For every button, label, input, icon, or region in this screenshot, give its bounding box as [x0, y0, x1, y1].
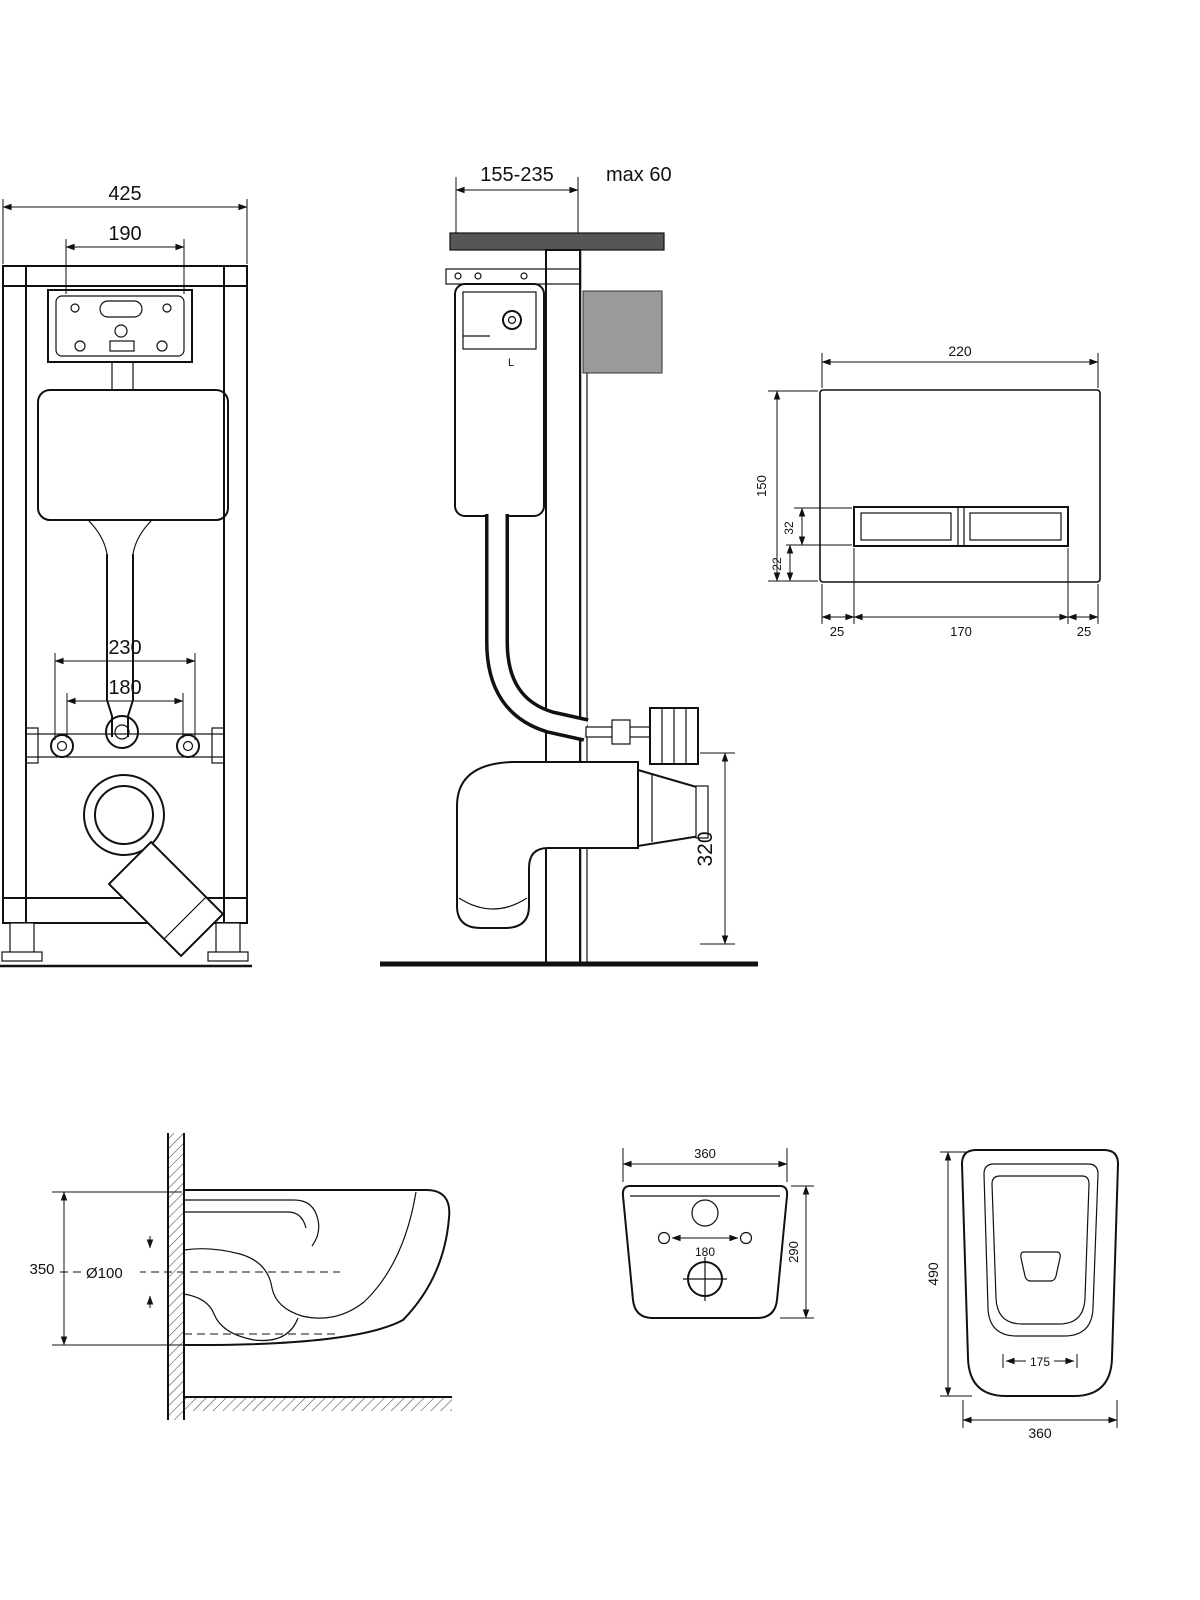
frame-top-bar	[2, 265, 248, 287]
dim-label-bowl-height: 350	[29, 1261, 54, 1278]
fixing-bolt-right	[176, 734, 200, 758]
dim-access-width: 190	[65, 223, 185, 294]
dim-label-depth: 155-235	[480, 164, 553, 186]
flush-buttons	[853, 506, 1069, 547]
dim-outlet-height: 320	[694, 752, 735, 945]
dim-plate-width: 220	[821, 343, 1099, 388]
bowl-outer-shell	[183, 1189, 451, 1347]
rim-outline	[983, 1163, 1099, 1337]
dim-label-drain-diameter: Ø100	[86, 1265, 123, 1282]
dim-top-width: 360	[962, 1400, 1118, 1441]
trap-lower	[183, 1293, 299, 1342]
flush-connector	[585, 707, 699, 765]
connector-nut	[611, 719, 631, 745]
dim-bowl-height: 350	[29, 1191, 198, 1346]
flush-button-right	[969, 512, 1062, 541]
dim-label-top-inner: 175	[1030, 1355, 1050, 1369]
rim-channel-upper	[184, 1199, 320, 1247]
cistern-taper	[87, 519, 153, 555]
dim-label-back-width: 360	[694, 1146, 716, 1161]
frame-feet	[1, 922, 249, 962]
wall-bracket	[582, 290, 663, 374]
dim-label-fixing-outer: 230	[108, 637, 141, 659]
dim-label-buttons-width: 170	[950, 624, 972, 639]
dim-label-fixing-inner: 180	[108, 677, 141, 699]
fixing-hole-right	[739, 1231, 753, 1245]
dim-label-wall-offset: max 60	[606, 164, 672, 186]
trap-upper	[183, 1248, 273, 1289]
dim-label-back-height: 290	[786, 1241, 801, 1263]
bowl-top-body	[960, 1149, 1120, 1397]
dim-top-depth: 490	[925, 1151, 972, 1397]
frame-right-rail	[223, 265, 248, 924]
dim-label-top-depth: 490	[925, 1262, 941, 1286]
fill-valve	[462, 291, 537, 350]
frame-rail-side	[545, 249, 581, 965]
cistern-front	[37, 389, 229, 521]
outlet-cone	[637, 768, 709, 848]
dim-label-right-margin: 25	[1077, 624, 1091, 639]
bowl-top-view: 490 175 360	[925, 1149, 1120, 1441]
drain-elbow	[456, 761, 639, 929]
dim-frame-total-width: 425	[2, 183, 248, 264]
bowl-profile	[183, 1189, 451, 1347]
bowl-back-view: 360 180 290	[621, 1146, 814, 1319]
mounting-plate	[449, 232, 665, 251]
bowl-side-view: 350 Ø100	[29, 1133, 452, 1420]
dim-label-outlet-height: 320	[694, 831, 717, 866]
bowl-back-body	[621, 1185, 789, 1319]
dim-top-inner: 175	[1002, 1354, 1078, 1369]
dim-label-plate-height: 150	[754, 475, 769, 497]
dim-label-button-height: 32	[782, 521, 796, 535]
cistern-access-panel	[47, 289, 193, 363]
flush-pipe-front	[106, 554, 134, 737]
drain-outlet-pipe	[107, 840, 225, 958]
drain-outlet-back	[683, 1257, 727, 1301]
frame-side-view: 155-235 max 60 L	[380, 164, 758, 967]
water-surface	[1020, 1251, 1061, 1282]
frame-left-rail	[2, 265, 27, 924]
dim-label-access-width: 190	[108, 223, 141, 245]
dim-label-top-width: 360	[1028, 1425, 1052, 1441]
dim-button-height: 32	[782, 507, 852, 546]
dim-label-hole-spacing: 180	[695, 1245, 715, 1259]
dim-label-left-margin: 25	[830, 624, 844, 639]
bowl-opening	[991, 1175, 1090, 1325]
frame-front-view: 425 190	[0, 183, 252, 968]
water-inlet-hole	[691, 1199, 719, 1227]
dim-label-bottom-margin: 22	[770, 557, 784, 571]
dim-fixing-inner: 180	[66, 677, 184, 738]
cistern-mark-label: L	[508, 357, 514, 369]
dim-back-width: 360	[622, 1146, 788, 1182]
bowl-inner-wall	[271, 1191, 417, 1319]
flush-button-left	[860, 512, 952, 541]
fixing-bolt-left	[50, 734, 74, 758]
dim-label-frame-width: 425	[108, 183, 141, 205]
dim-plate-bottom: 25 170 25	[821, 548, 1099, 639]
flush-plate-body	[819, 389, 1101, 583]
drain-socket	[83, 774, 165, 856]
flush-plate-view: 220 150 32 22	[754, 343, 1101, 639]
dim-bottom-margin: 22	[770, 544, 794, 582]
floor-section-hatch	[184, 1397, 452, 1411]
dim-back-height: 290	[780, 1185, 814, 1319]
flush-pipe-connector	[105, 715, 139, 749]
dim-plate-height: 150	[754, 390, 818, 582]
dim-fixing-outer: 230	[54, 637, 196, 740]
wall-section-hatch	[168, 1133, 184, 1420]
rim-channel-lower	[184, 1211, 307, 1229]
flush-slot	[99, 300, 143, 318]
fixing-hole-left	[657, 1231, 671, 1245]
cistern-side	[454, 283, 545, 517]
dim-hole-spacing: 180	[671, 1234, 739, 1259]
dim-label-plate-width: 220	[948, 343, 972, 359]
